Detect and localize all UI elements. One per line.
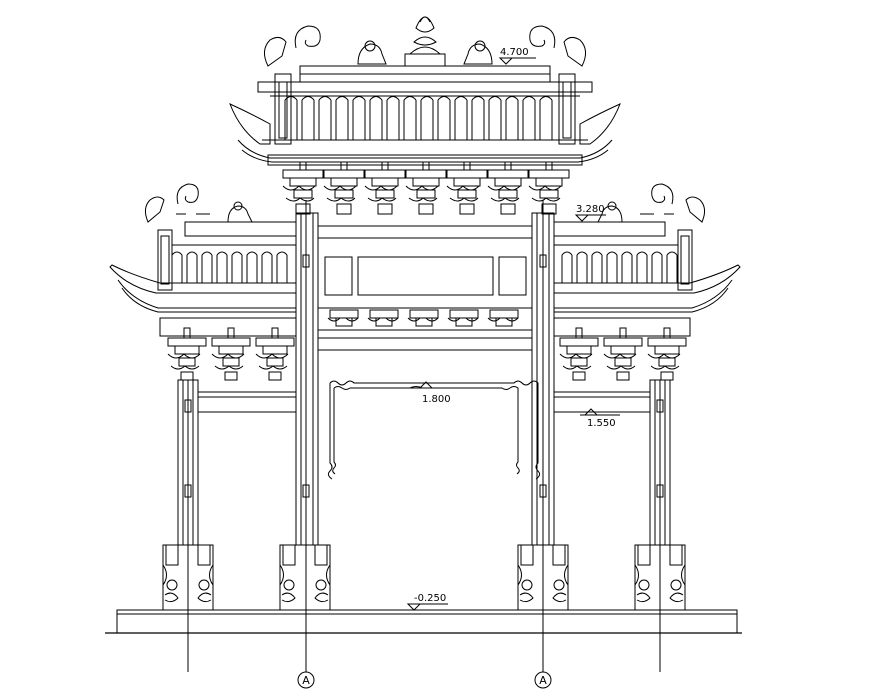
svg-text:1.800: 1.800 (422, 394, 451, 405)
elevation-markers: 4.700 3.280 1.800 1.550 -0.250 (406, 47, 620, 611)
svg-text:3.280: 3.280 (576, 204, 605, 215)
side-roof-right (553, 183, 741, 313)
svg-text:1.550: 1.550 (587, 418, 616, 429)
main-roof (229, 16, 621, 166)
axis-bubble-left (297, 671, 315, 689)
axis-label-left: A (302, 674, 310, 687)
svg-text:-0.250: -0.250 (414, 593, 446, 604)
upper-brackets (282, 161, 570, 215)
central-beam (317, 225, 533, 351)
central-beam-brackets (327, 309, 519, 327)
pillar-bases (160, 544, 686, 611)
svg-text:4.700: 4.700 (500, 47, 529, 58)
axis-label-right: A (539, 674, 547, 687)
side-roof-left (109, 183, 297, 313)
bracket-sets (167, 161, 687, 381)
foundation-platform (105, 609, 742, 634)
side-brackets-left (167, 327, 295, 381)
elevation-marker-minus0250: -0.250 (406, 593, 448, 611)
axis-bubble-right (534, 671, 552, 689)
elevation-marker-1800: 1.800 (410, 381, 451, 405)
central-opening (327, 380, 541, 480)
axis-lines: A A (187, 200, 661, 689)
elevation-marker-1550: 1.550 (580, 408, 620, 429)
pillars (177, 212, 671, 546)
elevation-marker-4700: 4.700 (498, 47, 536, 65)
elevation-marker-3280: 3.280 (574, 204, 606, 222)
